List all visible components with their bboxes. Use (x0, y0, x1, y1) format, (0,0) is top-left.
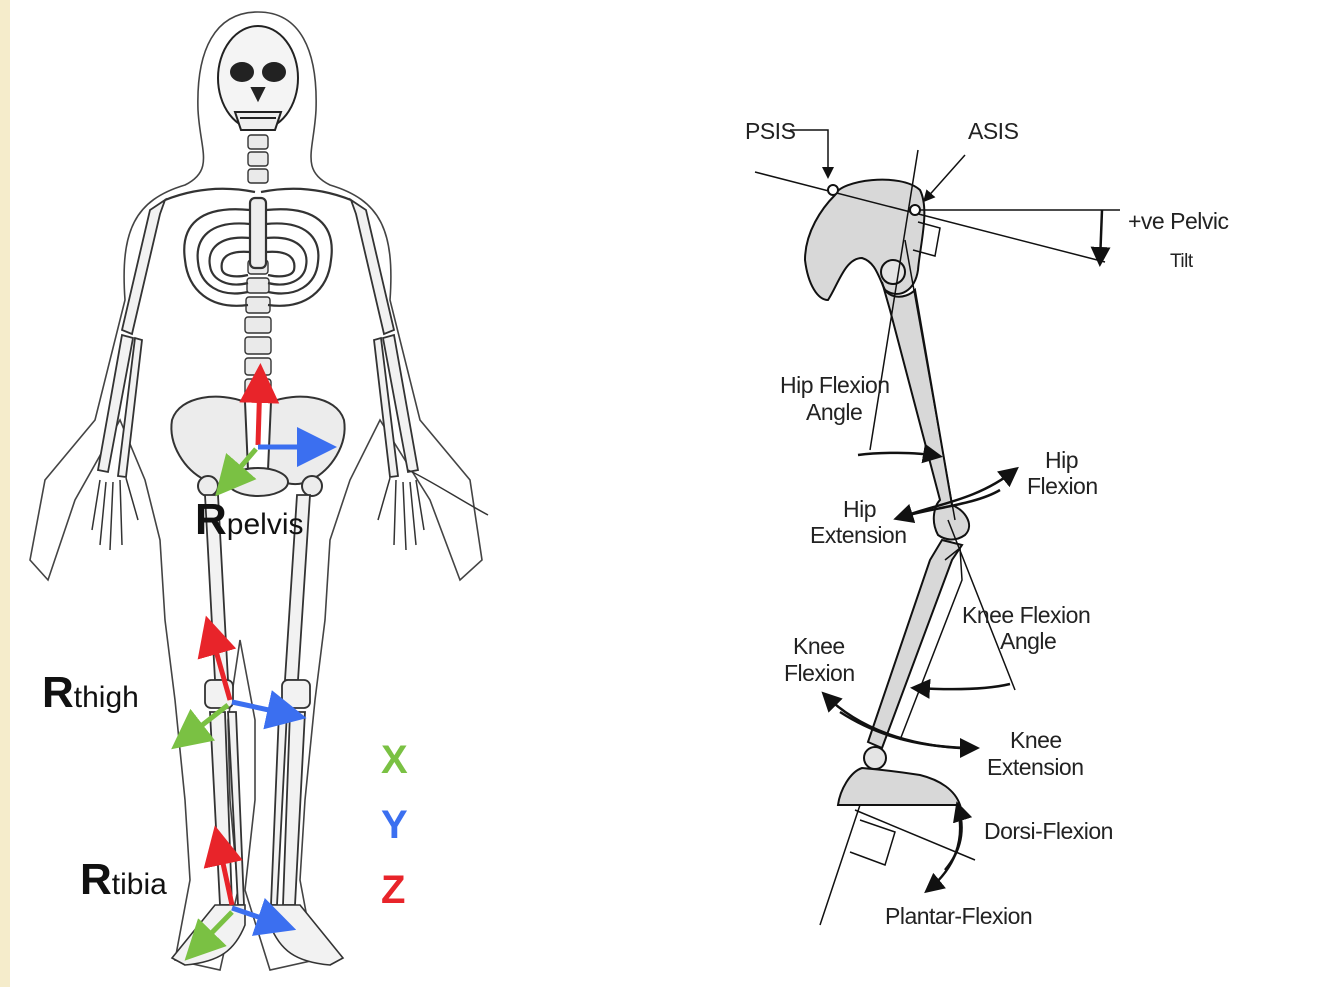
hip-extension-label-2: Extension (810, 522, 907, 549)
knee-flexion-angle-label-1: Knee Flexion (962, 602, 1090, 629)
pelvic-tilt-arrow (1100, 210, 1102, 262)
hip-flexion-angle-label-2: Angle (806, 399, 862, 426)
hip-flexion-label-1: Hip (1045, 447, 1078, 474)
asis-leader (925, 155, 965, 200)
pelvis-bone (805, 180, 924, 300)
ankle-joint (864, 747, 886, 769)
asis-label: ASIS (968, 118, 1018, 145)
knee-flexion-angle-label-2: Angle (1000, 628, 1056, 655)
psis-label: PSIS (745, 118, 795, 145)
knee-extension-label-1: Knee (1010, 727, 1062, 754)
dorsi-flexion-label: Dorsi-Flexion (984, 818, 1113, 845)
knee-flexion-angle-arc (915, 684, 1010, 689)
plantar-flexion-label: Plantar-Flexion (885, 903, 1032, 930)
hip-flexion-angle-label-1: Hip Flexion (780, 372, 890, 399)
knee-extension-label-2: Extension (987, 754, 1084, 781)
hip-extension-label-1: Hip (843, 496, 876, 523)
ankle-flex-arrow (928, 810, 960, 890)
foot (838, 768, 960, 805)
knee-flexion-label-1: Knee (793, 633, 845, 660)
knee-flexion-label-2: Flexion (784, 660, 855, 687)
hip-joint (881, 260, 905, 284)
asis-marker (910, 205, 920, 215)
psis-marker (828, 185, 838, 195)
pelvic-tilt-label-2: Tilt (1170, 248, 1193, 275)
tibia (868, 540, 962, 748)
hip-flexion-angle-arc (858, 453, 938, 456)
pelvic-tilt-label-1: +ve Pelvic (1128, 208, 1228, 235)
psis-leader (790, 130, 828, 176)
hip-flexion-label-2: Flexion (1027, 473, 1098, 500)
